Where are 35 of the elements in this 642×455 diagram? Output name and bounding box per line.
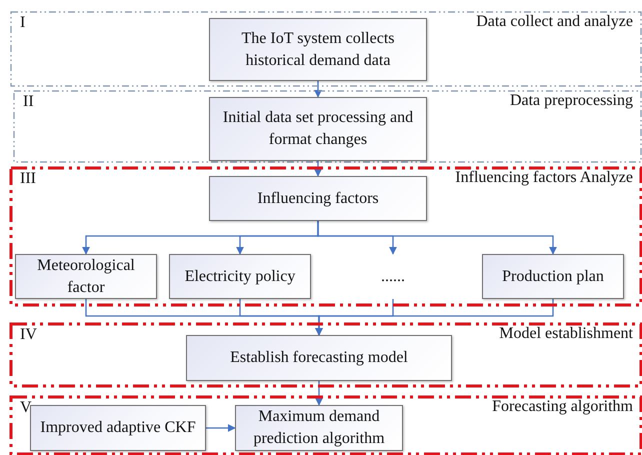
stage-title: Data collect and analyze	[476, 13, 633, 31]
process-box	[482, 254, 624, 299]
ellipsis-text: ......	[381, 266, 405, 287]
connector-arrow	[315, 381, 323, 406]
stage-number: II	[23, 93, 34, 111]
process-box	[15, 254, 157, 299]
box-label: The IoT system collects historical demand data	[240, 28, 396, 70]
box-label: Initial data set processing and format changes	[222, 108, 414, 150]
connector-arrow	[314, 81, 322, 98]
box-label: Meteorological factor	[36, 256, 136, 298]
process-box	[186, 335, 452, 381]
stage-number: IV	[20, 326, 37, 344]
stage-number: V	[20, 399, 32, 417]
process-box	[235, 405, 403, 451]
process-box	[209, 18, 427, 81]
process-box	[209, 97, 427, 161]
process-box	[30, 405, 206, 451]
box-label: Establish forecasting model	[230, 348, 408, 368]
box-label: Maximum demand prediction algorithm	[252, 407, 386, 449]
box-label: Influencing factors	[257, 188, 379, 209]
stage-title: Model establishment	[499, 325, 633, 343]
box-label: Production plan	[502, 266, 604, 287]
stage-title: Forecasting algorithm	[492, 398, 633, 416]
box-label: Electricity policy	[184, 266, 296, 287]
stage-number: I	[20, 14, 26, 32]
connector-arrow	[314, 161, 322, 177]
stage-title: Data preprocessing	[510, 92, 633, 110]
process-box	[209, 176, 427, 221]
connector-arrow	[317, 221, 557, 255]
process-box	[169, 254, 311, 299]
box-label: Improved adaptive CKF	[40, 418, 196, 438]
connector-arrow	[206, 424, 236, 432]
stage-number: III	[20, 170, 36, 188]
stage-title: Influencing factors Analyze	[455, 169, 633, 187]
connector-arrow	[315, 299, 554, 336]
